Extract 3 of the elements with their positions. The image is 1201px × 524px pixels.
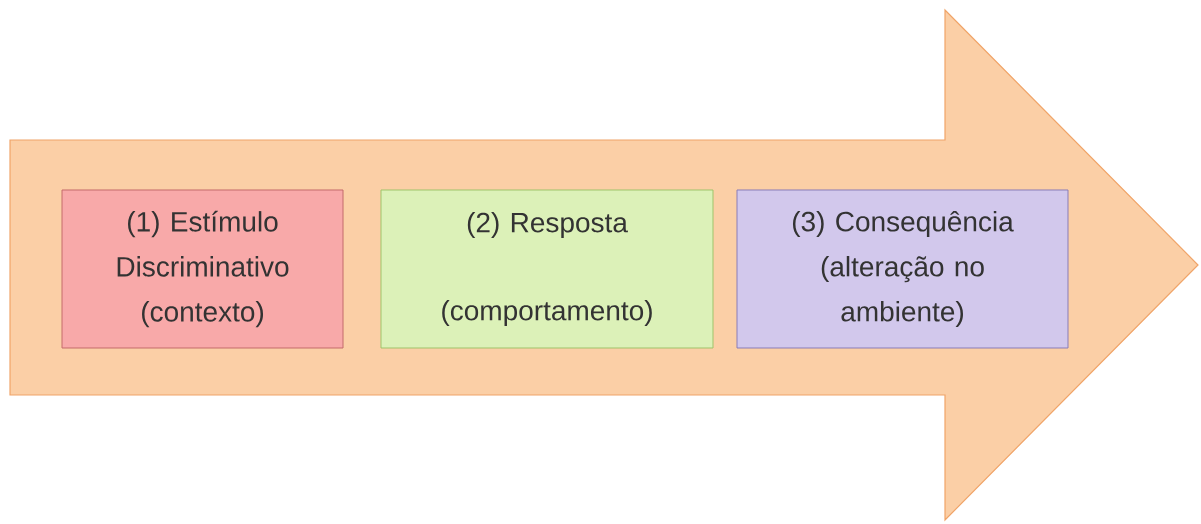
process-box: (3) Consequência (alteração no ambiente) xyxy=(736,189,1069,349)
process-box: (2) Resposta (comportamento) xyxy=(380,189,714,349)
process-box: (1) Estímulo Discriminativo (contexto) xyxy=(61,189,344,349)
